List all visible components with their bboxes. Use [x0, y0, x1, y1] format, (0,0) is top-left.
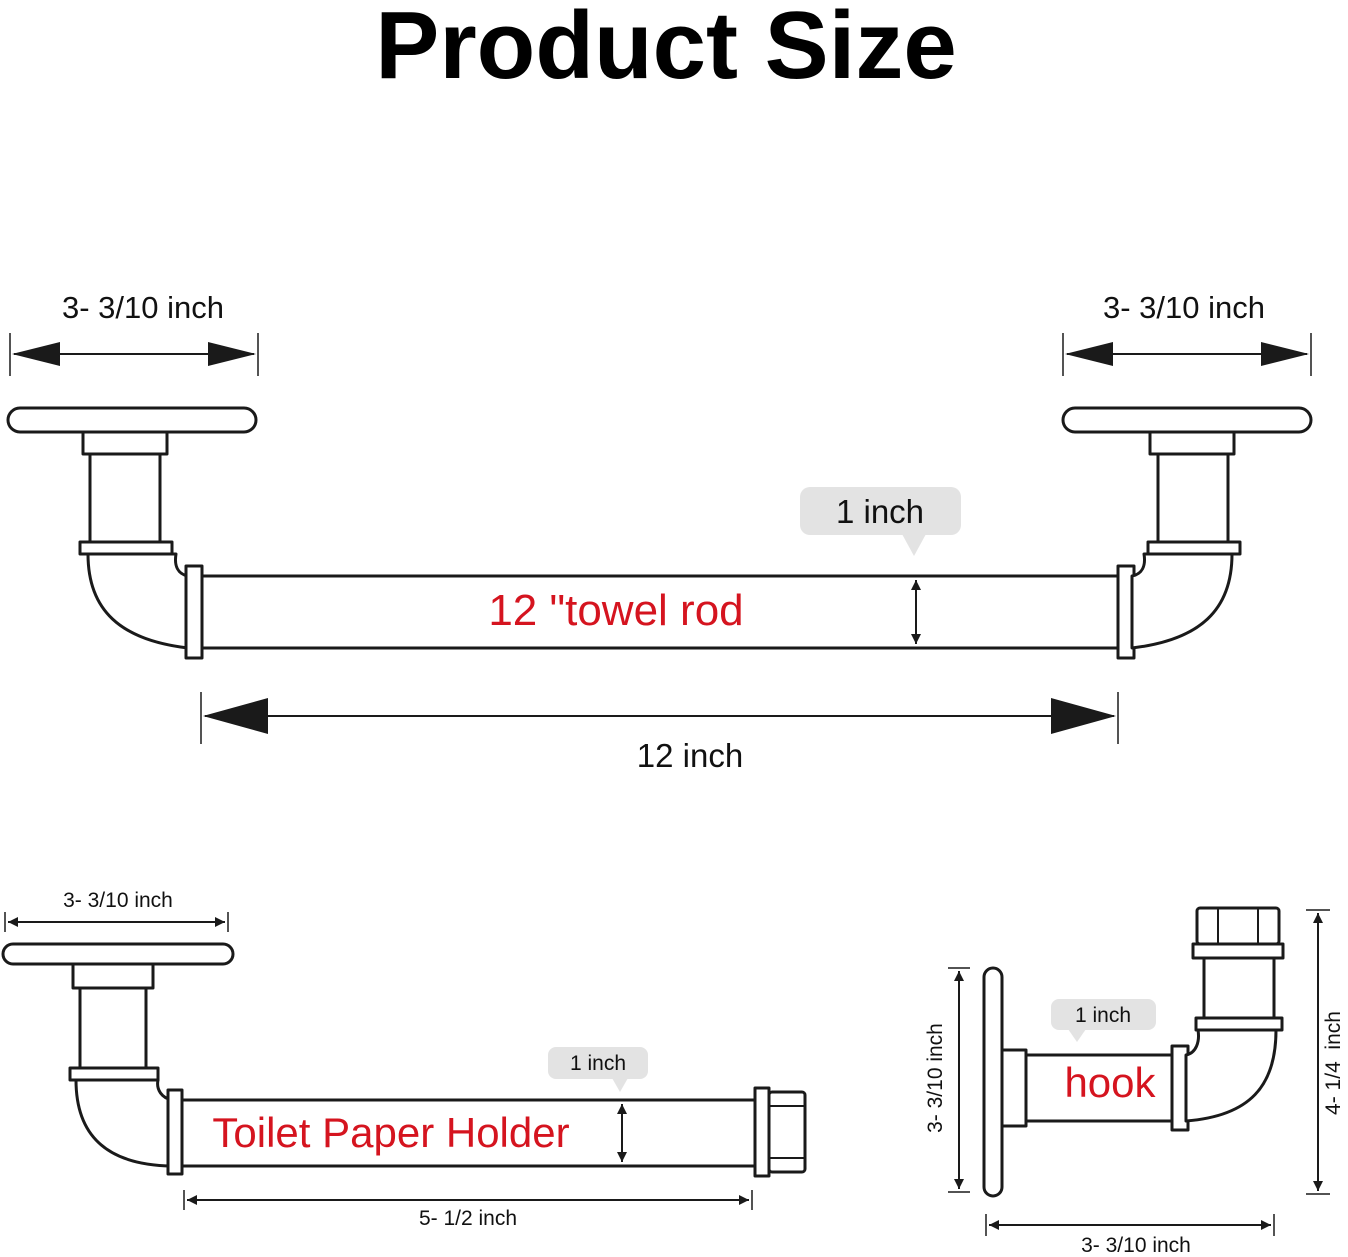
tp-end-cap-ring [753, 1086, 771, 1178]
left-coupling-ring [184, 564, 204, 660]
tp-flange-width-label: 3- 3/10 inch [63, 889, 173, 912]
tp-diameter-bubble-pointer [612, 1078, 628, 1092]
hook-flange-collar [1000, 1048, 1028, 1128]
hook-elbow-ring [1194, 1016, 1284, 1032]
tp-elbow [74, 1078, 174, 1168]
towel-rod-pipe [200, 574, 1120, 650]
hook-depth-label: 3- 3/10 inch [1081, 1234, 1191, 1257]
arrowhead [208, 342, 256, 366]
tp-coupling-ring [166, 1088, 184, 1176]
diameter-bubble-pointer [902, 534, 926, 556]
hook-arm-pipe [1024, 1053, 1176, 1123]
tp-length-label: 5- 1/2 inch [419, 1207, 517, 1230]
hook-wall-flange [982, 966, 1004, 1198]
left-nipple-pipe [88, 452, 162, 544]
hook-end-cap [1195, 906, 1281, 946]
tp-elbow-ring [68, 1066, 160, 1082]
towel-rod-length-label: 12 inch [637, 737, 743, 774]
towel-rod-label: 12 "towel rod [488, 586, 743, 635]
right-elbow [1130, 552, 1234, 650]
towel-rod-drawing: 3- 3/10 inch 3- 3/10 inch 12 "towel rod … [6, 290, 1313, 774]
hook-flange-height-label: 3- 3/10 inch [924, 1023, 947, 1133]
arrowhead [1051, 698, 1116, 734]
tp-nipple-pipe [78, 986, 148, 1070]
right-flange-collar [1148, 430, 1236, 456]
hook-height-label: 4- 1/4 inch [1322, 1011, 1345, 1115]
toilet-paper-holder-drawing: 3- 3/10 inch Toilet Paper Holder 1 inch … [1, 889, 807, 1230]
left-elbow [86, 552, 190, 650]
tp-wall-flange [1, 942, 235, 966]
diameter-bubble [800, 487, 961, 535]
arrowhead [1065, 342, 1113, 366]
arrowhead [203, 698, 268, 734]
right-nipple-pipe [1156, 452, 1230, 544]
tp-diameter-label: 1 inch [570, 1052, 626, 1075]
arrowhead [12, 342, 60, 366]
hook-diameter-bubble-pointer [1068, 1029, 1086, 1042]
hook-cap-ring [1191, 942, 1285, 960]
tp-diameter-bubble [548, 1047, 648, 1079]
page-title: Product Size [375, 0, 956, 99]
hook-diameter-label: 1 inch [1075, 1004, 1131, 1027]
left-flange-collar [81, 430, 169, 456]
hook-drawing: 3- 3/10 inch hook 1 inch 4- 1/4 inch 3- … [924, 906, 1345, 1257]
hook-label: hook [1064, 1059, 1156, 1106]
hook-diameter-bubble [1051, 999, 1156, 1030]
tp-arm-pipe [180, 1098, 759, 1168]
tp-flange-collar [71, 962, 155, 990]
left-flange-width-label: 3- 3/10 inch [62, 290, 224, 325]
towel-rod-diameter-label: 1 inch [836, 493, 924, 530]
hook-elbow [1184, 1028, 1278, 1123]
hook-nipple-pipe [1202, 956, 1276, 1020]
tp-end-cap [767, 1090, 807, 1174]
tp-holder-label: Toilet Paper Holder [212, 1109, 569, 1156]
right-elbow-ring [1146, 540, 1242, 556]
right-flange-width-label: 3- 3/10 inch [1103, 290, 1265, 325]
right-wall-flange [1061, 406, 1313, 434]
left-wall-flange [6, 406, 258, 434]
left-elbow-ring [78, 540, 174, 556]
arrowhead [1261, 342, 1309, 366]
